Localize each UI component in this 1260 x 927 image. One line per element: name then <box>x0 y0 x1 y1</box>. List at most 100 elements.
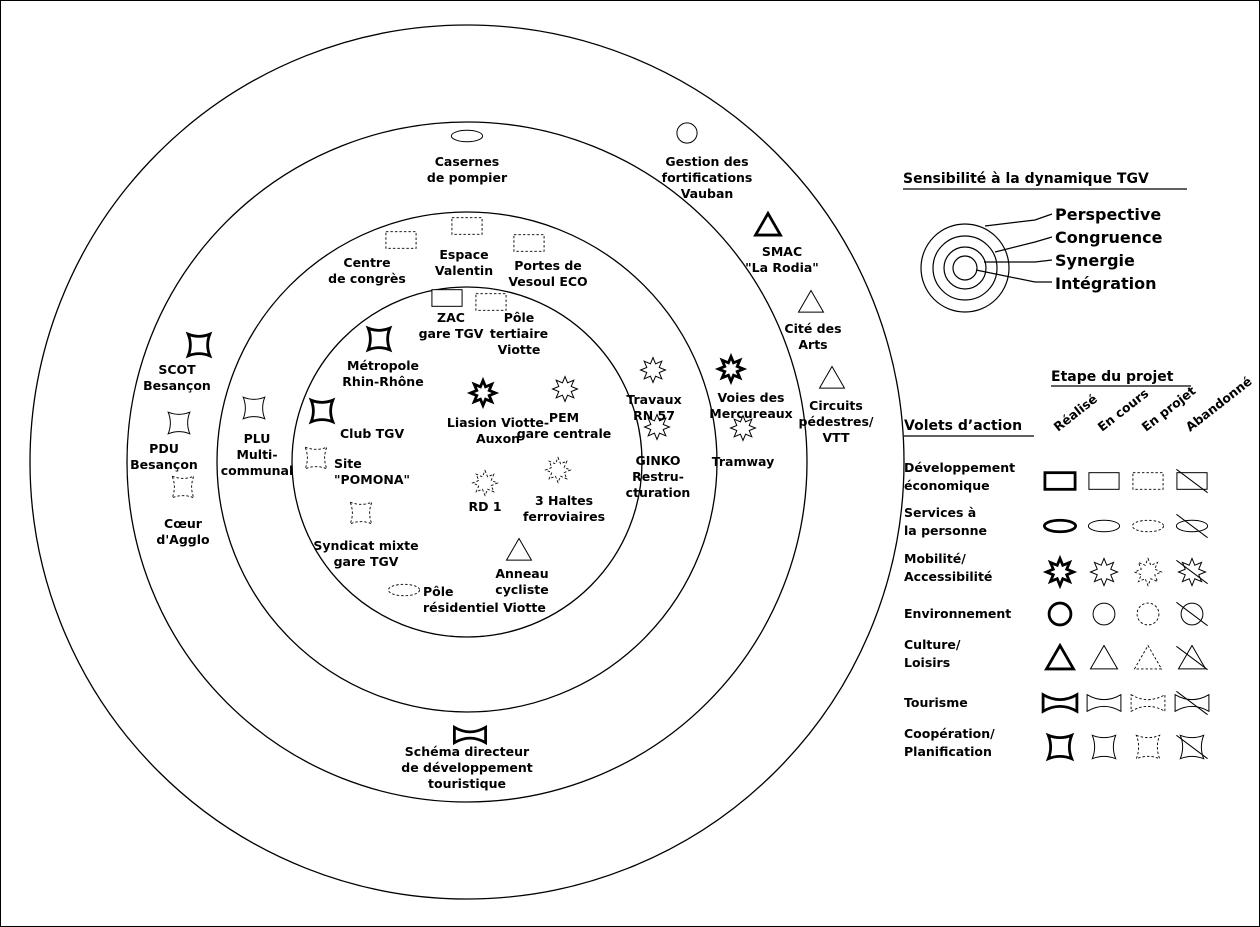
bowtie-icon <box>1086 693 1122 713</box>
concave-square-icon <box>308 397 336 425</box>
legend-ring-perspective <box>920 223 1010 313</box>
project-label-line: touristique <box>428 776 506 791</box>
matrix-row-label: Accessibilité <box>904 569 992 584</box>
project-item: Tramway <box>712 414 774 469</box>
rectangle-icon <box>1132 472 1164 490</box>
matrix-row-label: Loisirs <box>904 655 950 670</box>
matrix-row: Environnement <box>904 601 1208 627</box>
project-label-line: Viotte <box>498 342 541 357</box>
ellipse-icon <box>1131 519 1165 533</box>
matrix-row-label: Services à <box>904 505 976 520</box>
project-label-line: Casernes <box>435 154 500 169</box>
project-label-line: Circuits <box>809 398 863 413</box>
project-label-line: cturation <box>626 485 691 500</box>
rectangle-icon <box>475 293 507 311</box>
project-label-line: Mercureaux <box>709 406 792 421</box>
project-label-line: ZAC <box>437 310 465 325</box>
project-label-line: Vesoul ECO <box>508 274 587 289</box>
legend-label-synergie: Synergie <box>1055 251 1135 270</box>
project-label-line: Vauban <box>681 186 734 201</box>
circle-icon <box>1176 601 1208 627</box>
leader-perspective <box>984 213 1053 227</box>
ellipse-icon <box>1043 518 1078 534</box>
project-label-line: Cité des <box>784 321 841 336</box>
project-label-line: Voies des <box>718 390 785 405</box>
project-item: RD 1 <box>468 469 502 514</box>
matrix-row-label: Environnement <box>904 606 1011 621</box>
rectangle-icon <box>385 231 417 249</box>
concave-square-icon <box>365 325 393 353</box>
star-icon <box>729 414 757 442</box>
project-label-line: Centre <box>343 255 390 270</box>
triangle-icon <box>1044 642 1076 671</box>
project-label-line: d'Agglo <box>156 532 210 547</box>
matrix-row-label: Planification <box>904 744 992 759</box>
project-label-line: de pompier <box>427 170 508 185</box>
matrix-row: Coopération/Planification <box>904 726 1208 762</box>
legend-label-perspective: Perspective <box>1055 205 1161 224</box>
star-icon <box>1176 557 1208 587</box>
ellipse-icon <box>387 583 421 597</box>
star-icon <box>1133 557 1163 587</box>
ellipse-icon <box>1087 519 1121 533</box>
concave-square-icon <box>167 411 191 435</box>
project-label-line: SMAC <box>762 244 802 259</box>
project-item: SMAC"La Rodia" <box>745 210 819 275</box>
matrix-title: Etape du projet <box>1051 369 1174 385</box>
project-label-line: pédestres/ <box>799 414 874 429</box>
project-label-line: PDU <box>149 441 179 456</box>
concave-square-icon <box>1135 734 1161 760</box>
project-item: Liasion Viotte-Auxon <box>447 376 549 446</box>
star-icon <box>639 356 667 384</box>
star-icon <box>1089 557 1119 587</box>
project-label-line: Besançon <box>130 457 198 472</box>
bowtie-icon <box>453 724 487 746</box>
bowtie-icon <box>1174 690 1210 716</box>
triangle-icon <box>1176 644 1208 671</box>
project-label-line: Rhin-Rhône <box>342 374 423 389</box>
star-icon <box>471 469 499 497</box>
matrix-row-label: Culture/ <box>904 637 961 652</box>
ring-synergie <box>216 211 718 713</box>
project-label-line: RD 1 <box>468 499 501 514</box>
legend-ring-synergie <box>943 246 987 290</box>
concave-square-icon <box>1091 734 1117 760</box>
project-label-line: VTT <box>822 430 849 445</box>
matrix-row-label: économique <box>904 478 990 493</box>
project-label-line: fortifications <box>662 170 753 185</box>
star-icon <box>1042 554 1078 590</box>
rings <box>29 24 905 900</box>
project-label-line: Pôle <box>504 310 535 325</box>
project-label-line: tertiaire <box>490 326 548 341</box>
project-label-line: gare centrale <box>517 426 612 441</box>
project-label-line: 3 Haltes <box>535 493 593 508</box>
concave-square-icon <box>1176 734 1208 760</box>
matrix-row: Tourisme <box>904 690 1210 716</box>
matrix-row-header: Volets d’action <box>904 418 1022 434</box>
project-label-line: Multi- <box>236 447 277 462</box>
project-label-line: "La Rodia" <box>745 260 819 275</box>
project-label-line: communal <box>221 463 294 478</box>
project-label-line: Anneau <box>495 566 548 581</box>
triangle-icon <box>1089 644 1119 670</box>
project-label-line: Valentin <box>435 263 493 278</box>
triangle-icon <box>1133 644 1163 670</box>
project-label-line: Gestion des <box>665 154 748 169</box>
bowtie-icon <box>1130 693 1166 713</box>
concave-square-icon <box>171 475 195 499</box>
